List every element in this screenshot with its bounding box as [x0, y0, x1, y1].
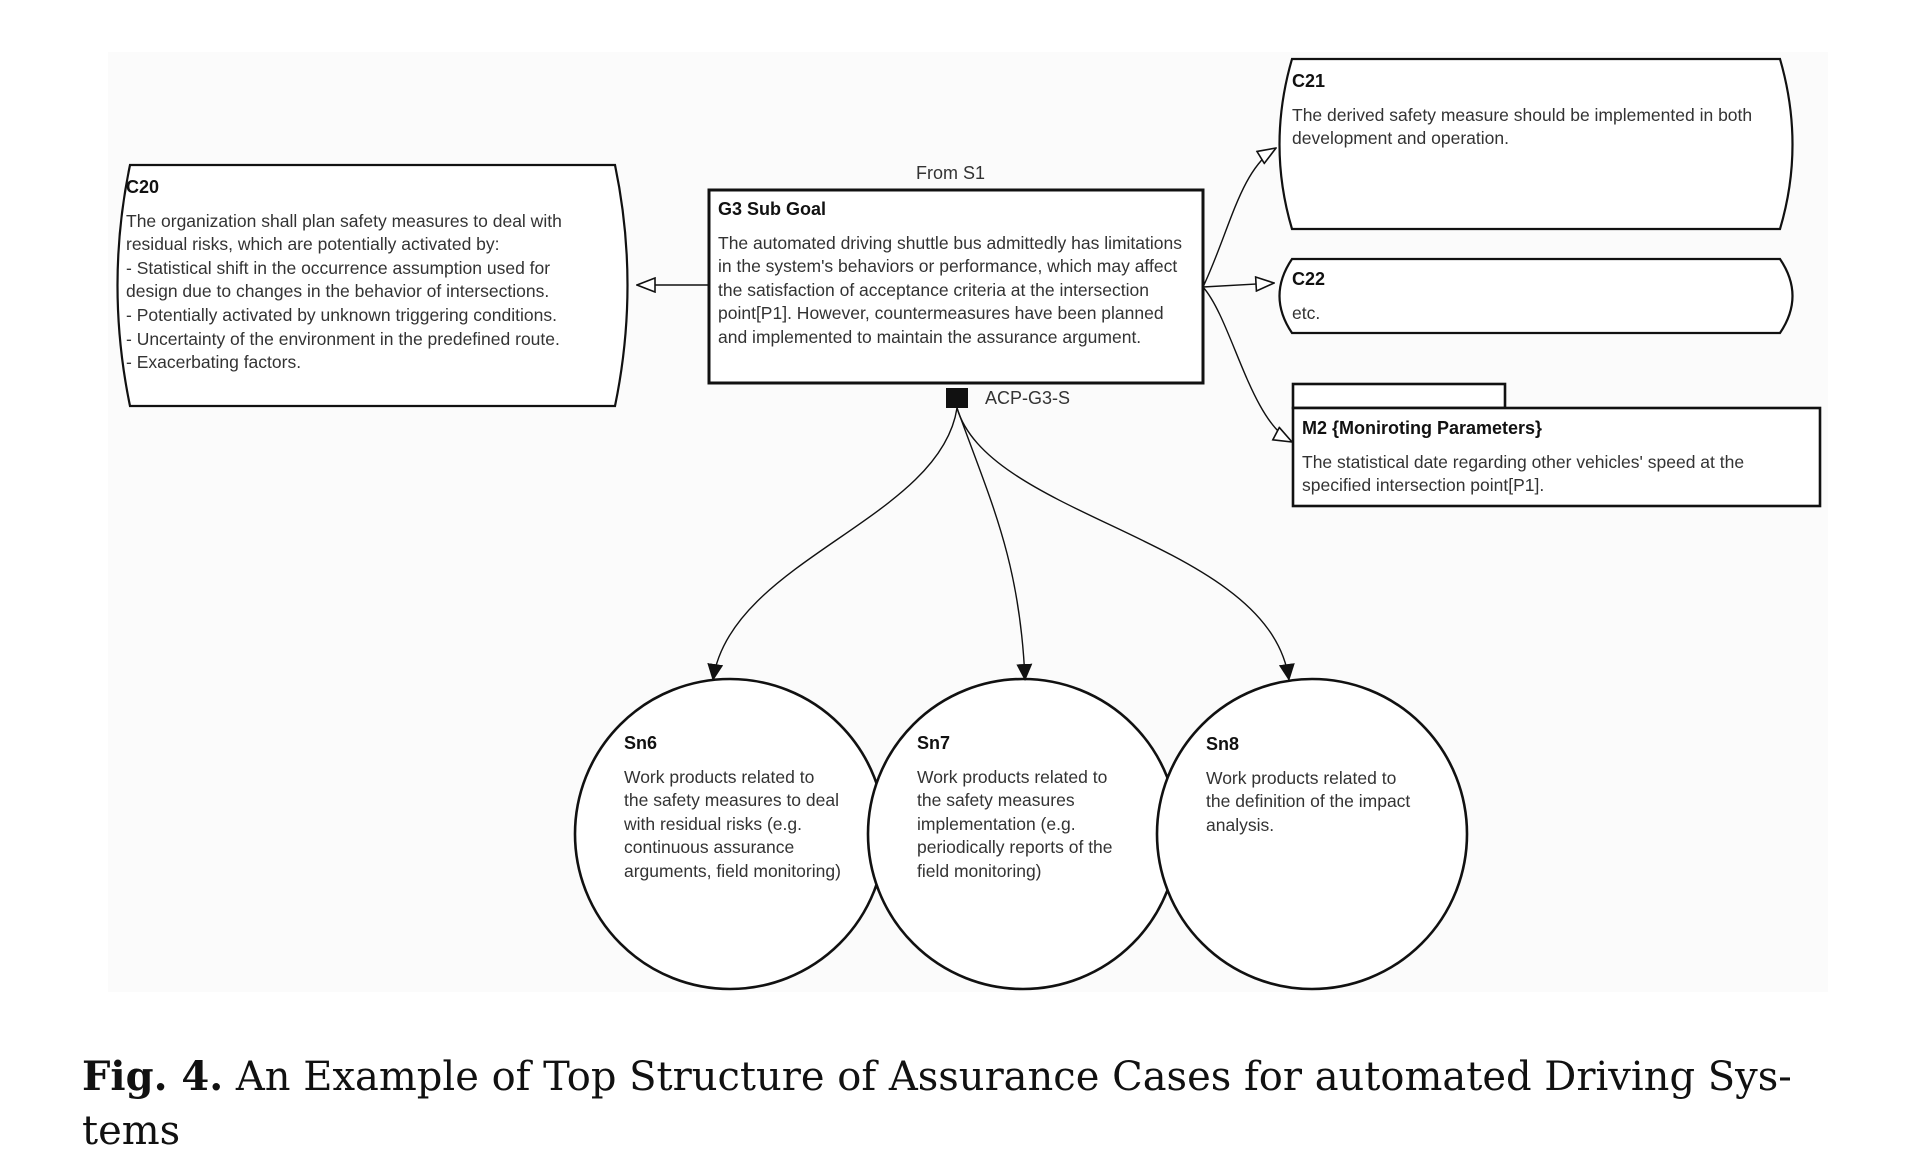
from-s1-label: From S1: [916, 163, 986, 183]
m2-tab: [1291, 382, 1507, 410]
link-strategy-sn6: [707, 407, 958, 681]
c22-text: etc.: [1292, 302, 1321, 323]
g3-shape: [707, 188, 1205, 385]
sn6-node: Sn6 Work products related to the safety …: [624, 732, 842, 884]
c22-shape: [1278, 257, 1794, 335]
c21-shape: [1278, 57, 1794, 231]
link-strategy-sn7: [956, 407, 1033, 681]
g3-text: The automated driving shuttle bus admitt…: [718, 232, 1182, 347]
g3-id: G3 Sub Goal: [718, 199, 827, 219]
c22-id: C22: [1292, 269, 1326, 289]
sn7-node: Sn7 Work products related to the safety …: [917, 732, 1135, 884]
link-g3-m2: [1202, 286, 1292, 442]
link-g3-c21: [1202, 148, 1276, 288]
strategy-label: ACP-G3-S: [985, 388, 1071, 408]
c21-id: C21: [1292, 71, 1326, 91]
figure-caption: Fig. 4. An Example of Top Structure of A…: [82, 1050, 1862, 1158]
c20-node: C20 The organization shall plan safety m…: [126, 176, 606, 375]
link-g3-c22: [1202, 283, 1274, 287]
strategy-connector: [946, 388, 968, 408]
sn6-id: Sn6: [624, 733, 658, 753]
c21-node: C21 The derived safety measure should be…: [1292, 70, 1762, 151]
caption-text: An Example of Top Structure of Assurance…: [82, 1054, 1792, 1154]
c21-text: The derived safety measure should be imp…: [1292, 104, 1753, 149]
g3-node: G3 Sub Goal The automated driving shuttl…: [718, 198, 1196, 350]
c20-text: The organization shall plan safety measu…: [126, 210, 562, 373]
sn8-shape: [1155, 677, 1469, 991]
sn8-id: Sn8: [1206, 734, 1240, 754]
sn7-text: Work products related to the safety meas…: [917, 766, 1113, 881]
m2-node: M2 {Moniroting Parameters} The statistic…: [1302, 417, 1812, 498]
sn6-text: Work products related to the safety meas…: [624, 766, 841, 881]
m2-id: M2 {Moniroting Parameters}: [1302, 418, 1543, 438]
m2-text: The statistical date regarding other veh…: [1302, 451, 1745, 496]
sn8-node: Sn8 Work products related to the definit…: [1206, 733, 1424, 837]
m2-shape: [1291, 406, 1822, 508]
c22-node: C22 etc.: [1292, 268, 1762, 325]
c20-id: C20: [126, 177, 160, 197]
c20-shape: [116, 163, 629, 408]
link-strategy-sn8: [956, 407, 1295, 681]
caption-prefix: Fig. 4.: [82, 1053, 224, 1100]
sn7-id: Sn7: [917, 733, 951, 753]
sn8-text: Work products related to the definition …: [1206, 767, 1411, 835]
